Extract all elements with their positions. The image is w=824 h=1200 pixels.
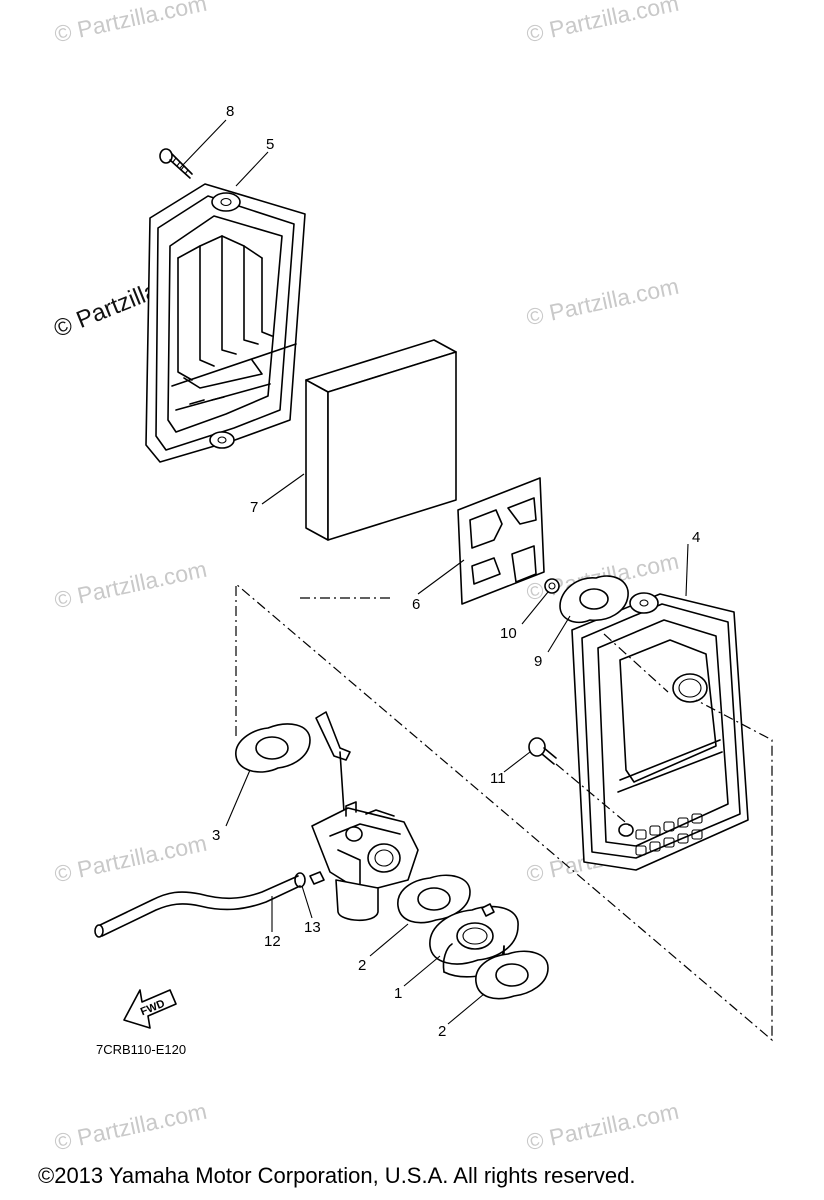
nut-part-10 bbox=[544, 578, 560, 594]
air-cleaner-base-part-4 bbox=[571, 592, 749, 871]
screw-part-8 bbox=[159, 148, 193, 179]
callout-11: 11 bbox=[490, 770, 506, 787]
assembly-guide-lines bbox=[235, 582, 773, 1042]
callout-7: 7 bbox=[250, 499, 259, 516]
callout-1: 1 bbox=[394, 985, 403, 1002]
gasket-part-2-upper bbox=[397, 874, 471, 924]
copyright-notice: ©2013 Yamaha Motor Corporation, U.S.A. A… bbox=[38, 1163, 636, 1188]
gasket-part-9 bbox=[559, 575, 629, 624]
diagram-reference-code: 7CRB110-E120 bbox=[96, 1042, 187, 1057]
callout-leader-lines bbox=[179, 119, 689, 1025]
gasket-part-3 bbox=[235, 723, 311, 773]
fwd-arrow-icon: FWD bbox=[123, 989, 177, 1029]
callout-2-lower: 2 bbox=[438, 1023, 447, 1040]
callout-12: 12 bbox=[264, 933, 281, 950]
callout-3: 3 bbox=[212, 827, 221, 844]
filter-element-part-7 bbox=[305, 339, 457, 541]
gasket-part-6 bbox=[457, 477, 545, 605]
bolt-part-11 bbox=[528, 737, 557, 765]
callout-6: 6 bbox=[412, 596, 421, 613]
callout-4: 4 bbox=[692, 529, 701, 546]
gasket-part-2-lower bbox=[475, 950, 549, 1000]
callout-5: 5 bbox=[266, 136, 275, 153]
clip-part-13 bbox=[294, 872, 306, 888]
air-cleaner-case-part-5 bbox=[145, 183, 306, 463]
callout-13: 13 bbox=[304, 919, 321, 936]
callout-2-upper: 2 bbox=[358, 957, 367, 974]
callout-9: 9 bbox=[534, 653, 543, 670]
fuel-hose-part-12 bbox=[94, 875, 301, 938]
carburetor-assembly bbox=[309, 711, 419, 922]
callout-8: 8 bbox=[226, 103, 235, 120]
callout-10: 10 bbox=[500, 625, 517, 642]
